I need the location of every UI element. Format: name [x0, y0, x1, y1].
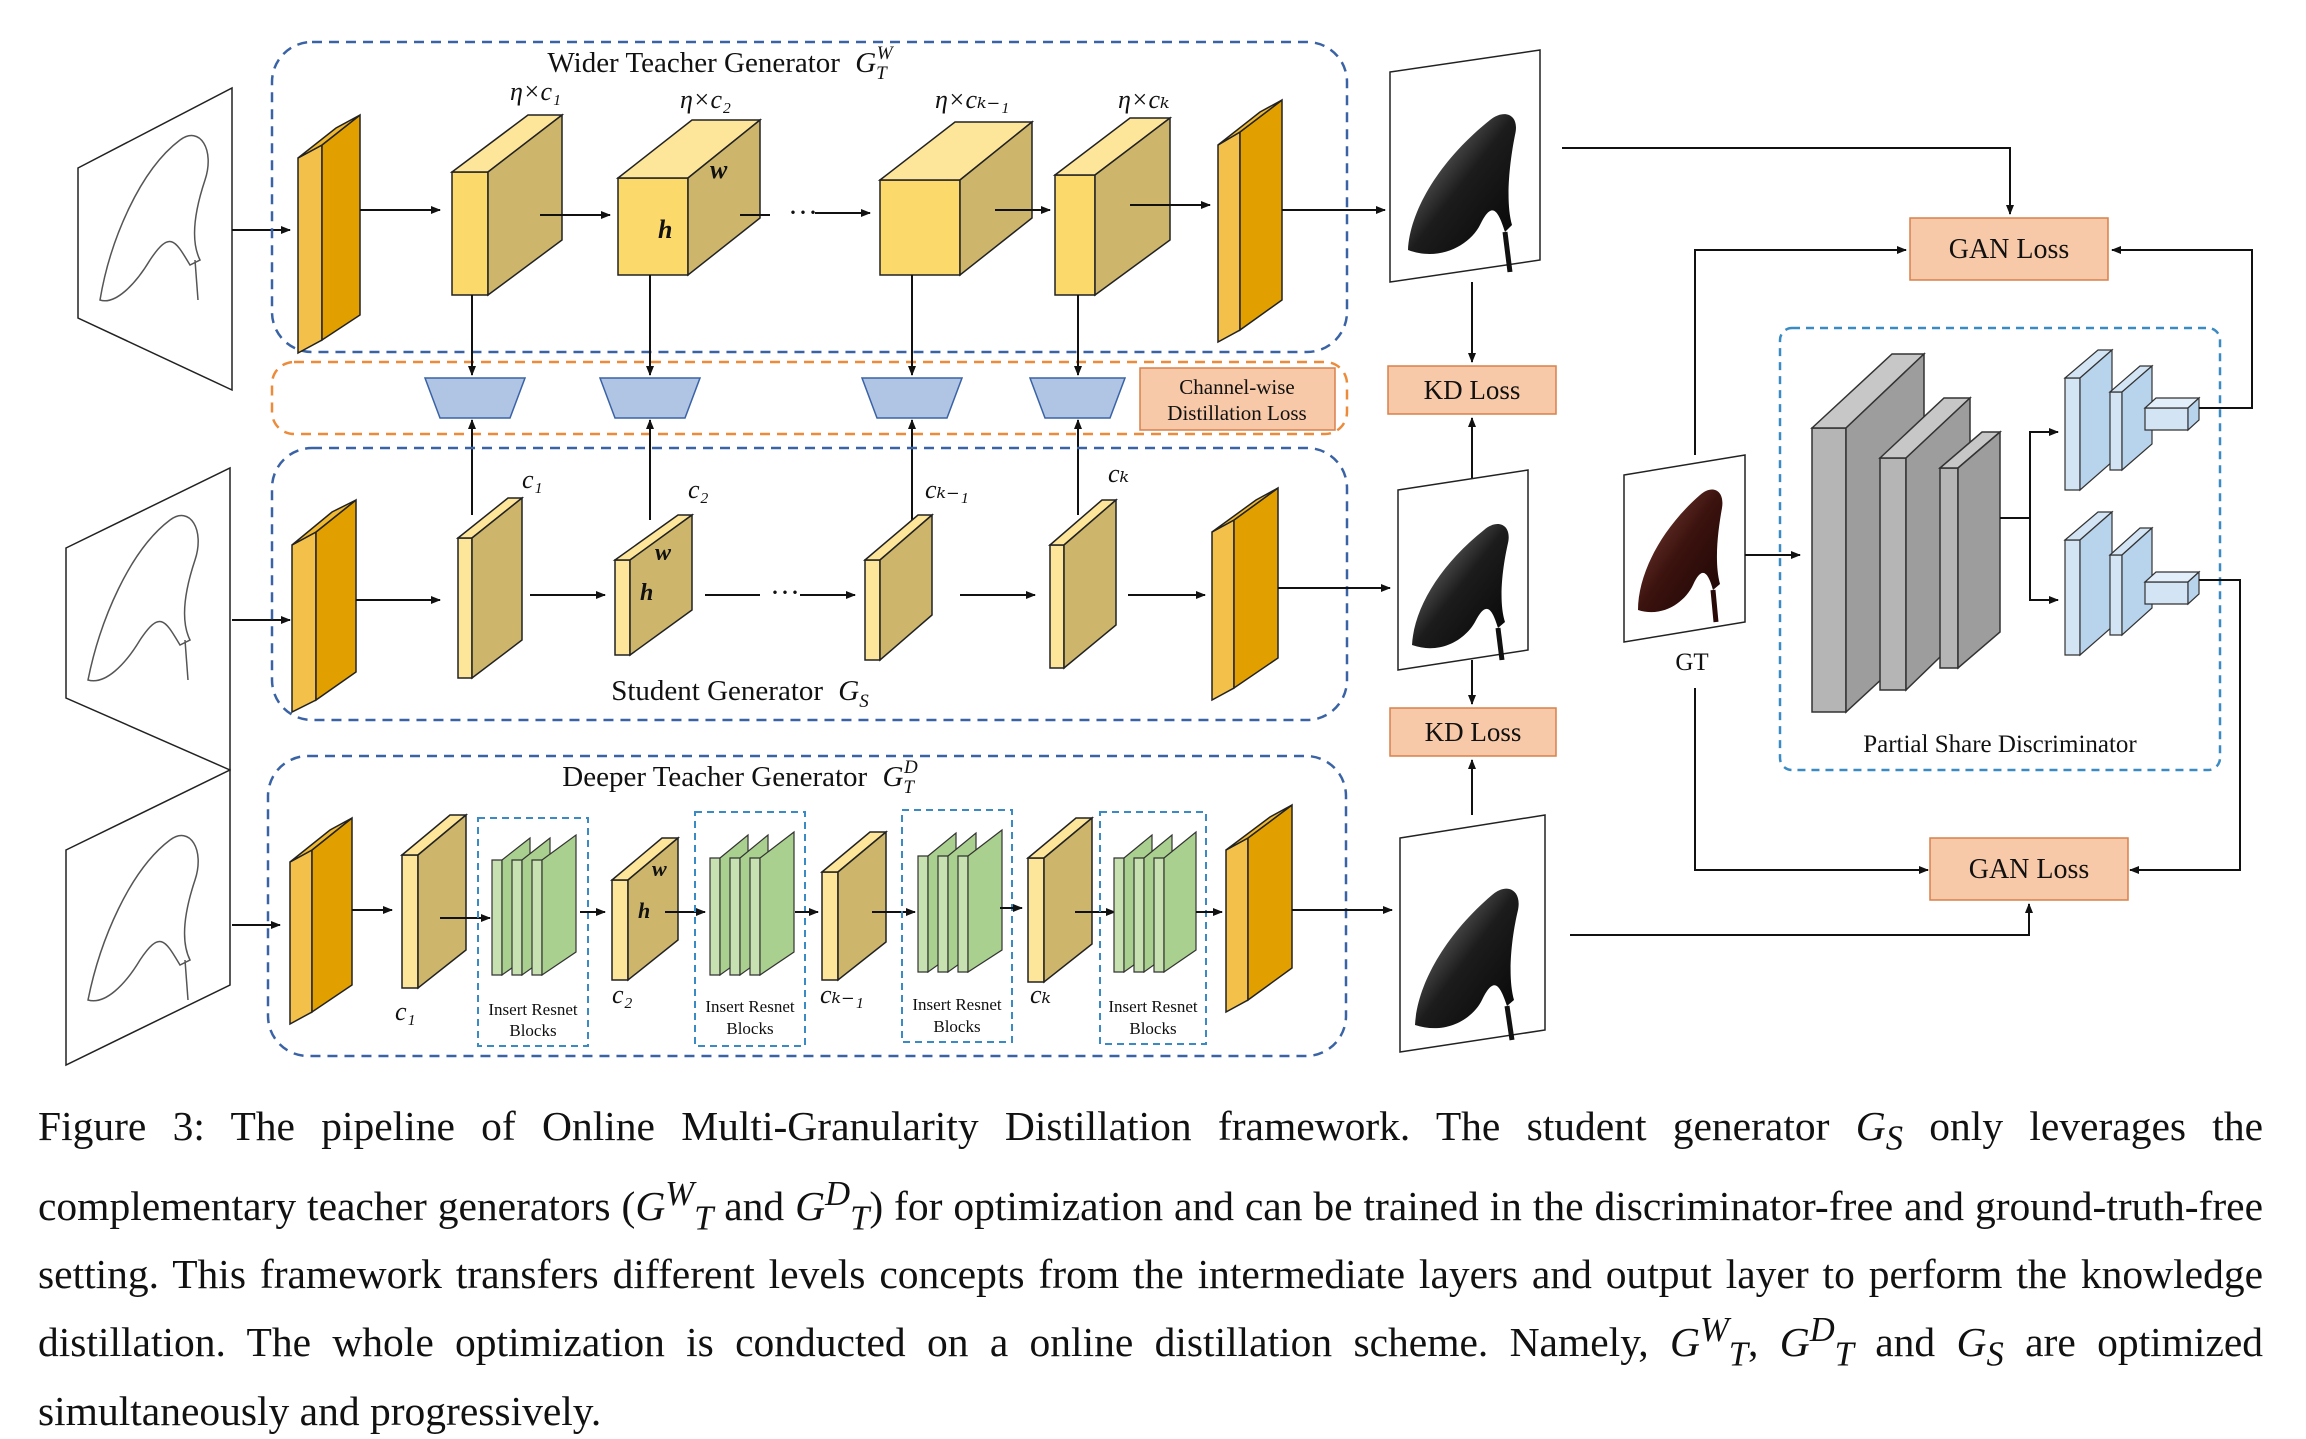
wider-output-image	[1389, 49, 1541, 283]
wider-channel-label-2: η×c₂	[680, 85, 731, 114]
deeper-output-image	[1399, 814, 1546, 1053]
projector-3	[860, 377, 964, 419]
sketch-input-bottom	[65, 768, 231, 1067]
kd-loss-label-bottom: KD Loss	[1425, 717, 1522, 747]
wider-dim-h: h	[658, 215, 672, 244]
sketch-input-top	[77, 86, 233, 392]
deeper-teacher-group	[266, 754, 1348, 1058]
caption-math-gtd: GDT	[795, 1175, 870, 1238]
wider-channel-label-k: η×cₖ	[1118, 85, 1169, 114]
svg-text:Blocks: Blocks	[509, 1021, 556, 1040]
svg-text:Insert Resnet: Insert Resnet	[488, 1000, 578, 1019]
svg-text:Insert Resnet: Insert Resnet	[912, 995, 1002, 1014]
gan-loss-box-bottom	[1929, 837, 2129, 901]
kd-loss-label-top: KD Loss	[1424, 375, 1521, 405]
distillation-loss-label-line1: Channel-wise	[1179, 375, 1294, 399]
svg-text:Blocks: Blocks	[1129, 1019, 1176, 1038]
distillation-loss-label-line2: Distillation Loss	[1167, 401, 1306, 425]
discriminator-group	[1778, 326, 2222, 772]
student-ellipsis: ···	[770, 576, 800, 609]
deeper-output-block	[1225, 803, 1293, 1014]
student-dim-h: h	[640, 580, 653, 606]
caption-math-gtw: GWT	[635, 1175, 714, 1238]
deeper-channel-label-2: c₂	[612, 980, 633, 1009]
student-group	[270, 446, 1349, 722]
wider-teacher-title: Wider Teacher Generator GTW	[547, 43, 894, 84]
deeper-input-block	[289, 816, 353, 1026]
svg-text:Blocks: Blocks	[933, 1017, 980, 1036]
wider-feature-k	[1052, 116, 1173, 297]
deeper-channel-label-k-minus-1: cₖ₋₁	[820, 980, 864, 1009]
deeper-dim-w: w	[652, 856, 667, 881]
student-feature-k	[1047, 498, 1119, 670]
wider-channel-label-k-minus-1: η×cₖ₋₁	[935, 85, 1009, 114]
student-output-block	[1211, 486, 1279, 702]
student-dim-w: w	[655, 540, 672, 566]
svg-text:Insert Resnet: Insert Resnet	[1108, 997, 1198, 1016]
wider-output-block	[1217, 98, 1283, 344]
caption-text-1: The pipeline of Online Multi-Granularity…	[230, 1103, 1830, 1149]
discriminator-title: Partial Share Discriminator	[1863, 731, 2137, 758]
sketch-input-middle	[65, 466, 231, 772]
deeper-dim-h: h	[638, 898, 650, 923]
pipeline-diagram: Wider Teacher Generator GTW h w ···	[65, 40, 2253, 1067]
resnet-blocks-4: Insert Resnet Blocks	[1099, 811, 1207, 1045]
caption-text-2: only leverages the complementary teacher…	[38, 1103, 2263, 1230]
resnet-blocks-1: Insert Resnet Blocks	[477, 817, 589, 1047]
figure-caption: Figure 3: The pipeline of Online Multi-G…	[38, 1103, 2264, 1434]
gt-image	[1623, 454, 1746, 643]
wider-feature-2	[615, 118, 763, 277]
student-input-block	[291, 498, 357, 714]
wider-teacher-group	[270, 40, 1349, 354]
wider-feature-1	[449, 113, 565, 297]
discriminator-backbone	[1810, 352, 2003, 714]
gan-loss-label-bottom: GAN Loss	[1969, 854, 2090, 885]
deeper-feature-1	[399, 813, 469, 990]
deeper-channel-label-1: c₁	[395, 997, 416, 1026]
wider-input-block	[297, 113, 361, 355]
student-feature-k-minus-1	[862, 513, 935, 662]
gan-loss-label-top: GAN Loss	[1949, 234, 2070, 265]
deeper-channel-label-k: cₖ	[1030, 980, 1051, 1009]
svg-text:Insert Resnet: Insert Resnet	[705, 997, 795, 1016]
wider-channel-label-1: η×c₁	[510, 77, 561, 106]
caption-text-3: ) for optimization and can be trained in…	[38, 1183, 2264, 1366]
discriminator-head-bottom	[2063, 510, 2201, 657]
student-channel-label-1: c₁	[522, 465, 543, 494]
deeper-feature-2	[609, 836, 681, 982]
wider-ellipsis: ···	[788, 196, 818, 229]
distillation-loss-box	[1139, 367, 1336, 431]
caption-math-gs: GS	[1855, 1103, 1904, 1158]
resnet-blocks-3: Insert Resnet Blocks	[901, 809, 1013, 1043]
gan-loss-box-top	[1909, 217, 2109, 281]
wider-feature-k-minus-1	[877, 120, 1035, 277]
distillation-group	[270, 360, 1349, 436]
student-channel-label-k-minus-1: cₖ₋₁	[925, 475, 969, 504]
student-feature-2	[612, 513, 695, 657]
student-title: Student Generator GS	[611, 675, 869, 712]
gt-label: GT	[1675, 649, 1708, 676]
svg-text:Blocks: Blocks	[726, 1019, 773, 1038]
resnet-blocks-2: Insert Resnet Blocks	[694, 811, 806, 1047]
deeper-teacher-title: Deeper Teacher Generator GTD	[562, 757, 918, 798]
wider-dim-w: w	[710, 155, 728, 184]
student-channel-label-k: cₖ	[1108, 459, 1129, 488]
projector-4	[1028, 377, 1127, 419]
student-channel-label-2: c₂	[688, 475, 709, 504]
deeper-feature-k-minus-1	[819, 830, 889, 982]
student-output-image	[1397, 469, 1529, 671]
student-feature-1	[455, 496, 525, 680]
discriminator-head-top	[2063, 348, 2201, 492]
kd-loss-box-bottom	[1389, 707, 1557, 757]
caption-label: Figure 3:	[38, 1103, 205, 1149]
projector-2	[598, 377, 702, 419]
deeper-feature-k	[1025, 816, 1095, 984]
projector-1	[423, 377, 527, 419]
kd-loss-box-top	[1387, 365, 1557, 415]
